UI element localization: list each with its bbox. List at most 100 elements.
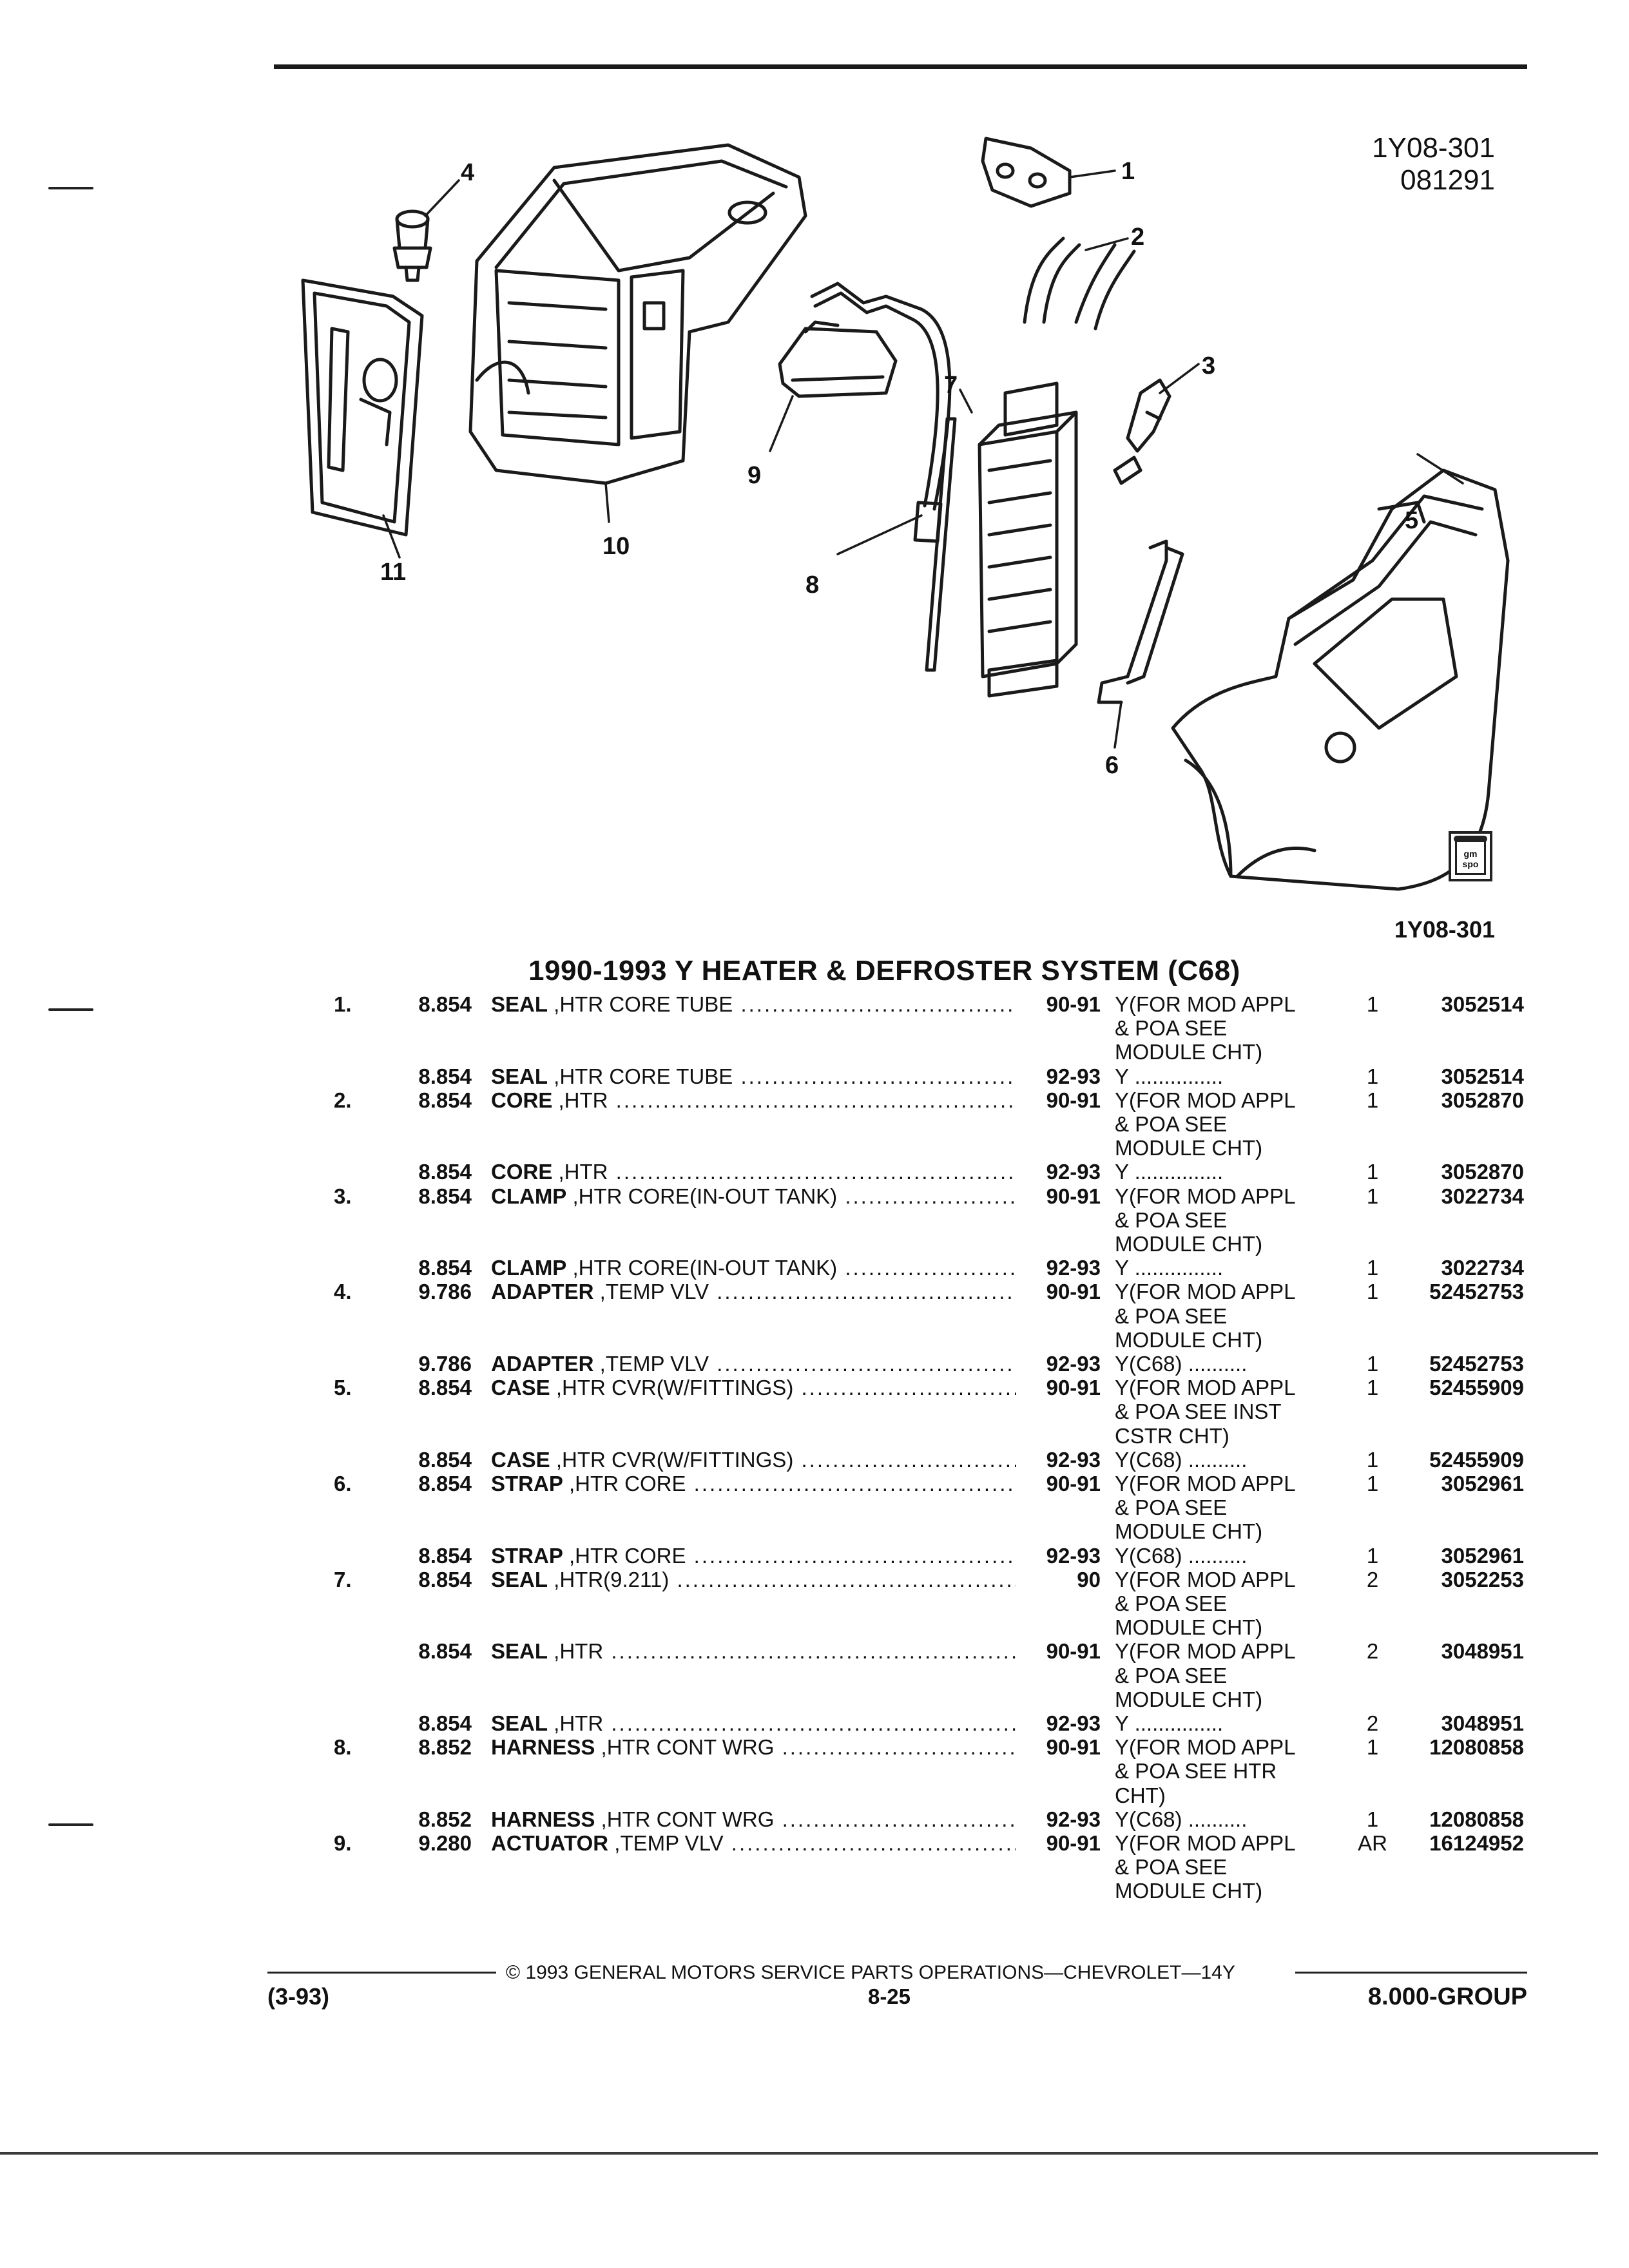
quantity: AR bbox=[1358, 1831, 1387, 1855]
group-number: 9.786 bbox=[418, 1352, 472, 1376]
part-name: CASE bbox=[491, 1448, 550, 1472]
parts-row: & POA SEE bbox=[0, 1591, 1629, 1615]
part-3-clamp bbox=[1113, 378, 1171, 485]
model-usage: Y(FOR MOD APPL bbox=[1115, 1568, 1296, 1591]
item-index: 7. bbox=[334, 1568, 352, 1591]
callout-1: 1 bbox=[1121, 158, 1135, 185]
parts-row: & POA SEE bbox=[0, 1304, 1629, 1328]
group-number: 8.854 bbox=[418, 1256, 472, 1280]
callout-7: 7 bbox=[944, 372, 958, 399]
page-number: 8-25 bbox=[867, 1984, 911, 2008]
quantity: 1 bbox=[1366, 1807, 1379, 1831]
model-usage: Y(FOR MOD APPL bbox=[1115, 1639, 1296, 1663]
parts-row: & POA SEE bbox=[0, 1664, 1629, 1687]
part-description: ACTUATOR ,TEMP VLV .....................… bbox=[491, 1831, 1016, 1855]
leader-dots: ........................................… bbox=[615, 1160, 1016, 1184]
model-years: 92-93 bbox=[1046, 1160, 1101, 1184]
parts-row: & POA SEE bbox=[0, 1112, 1629, 1136]
part-5-case-cover bbox=[1171, 468, 1510, 891]
figure-id-bottom: 1Y08-301 bbox=[1394, 916, 1495, 943]
model-years: 92-93 bbox=[1046, 1448, 1101, 1472]
part-description: SEAL ,HTR CORE TUBE ....................… bbox=[491, 1064, 1016, 1088]
part-description: SEAL ,HTR(9.211) .......................… bbox=[491, 1568, 1016, 1591]
model-usage: MODULE CHT) bbox=[1115, 1040, 1263, 1064]
group-number: 9.786 bbox=[418, 1280, 472, 1303]
part-detail: ,HTR CORE bbox=[563, 1544, 686, 1568]
part-detail: ,HTR CORE(IN-OUT TANK) bbox=[566, 1184, 838, 1208]
part-name: STRAP bbox=[491, 1472, 563, 1495]
part-description: SEAL ,HTR ..............................… bbox=[491, 1711, 1016, 1735]
part-name: CASE bbox=[491, 1376, 550, 1399]
group-number: 8.854 bbox=[418, 1184, 472, 1208]
part-detail: ,HTR bbox=[552, 1160, 608, 1184]
group-number: 8.852 bbox=[418, 1807, 472, 1831]
item-index: 3. bbox=[334, 1184, 352, 1208]
footer-rule-left bbox=[267, 1972, 496, 1974]
part-name: ADAPTER bbox=[491, 1352, 594, 1376]
part-number: 16124952 bbox=[1429, 1831, 1524, 1855]
part-name: CLAMP bbox=[491, 1256, 567, 1280]
quantity: 1 bbox=[1366, 1544, 1379, 1568]
item-index: 2. bbox=[334, 1088, 352, 1112]
model-years: 92-93 bbox=[1046, 1352, 1101, 1376]
quantity: 1 bbox=[1366, 1448, 1379, 1472]
callout-leaders bbox=[382, 169, 1464, 749]
model-usage: & POA SEE bbox=[1115, 1208, 1228, 1232]
model-usage: Y(FOR MOD APPL bbox=[1115, 1088, 1296, 1112]
part-description: CORE ,HTR ..............................… bbox=[491, 1088, 1016, 1112]
group-number: 8.854 bbox=[418, 1448, 472, 1472]
copyright: © 1993 GENERAL MOTORS SERVICE PARTS OPER… bbox=[506, 1962, 1235, 1983]
parts-row: 8.854 SEAL ,HTR CORE TUBE ...............… bbox=[0, 1064, 1629, 1088]
part-detail: ,HTR CONT WRG bbox=[595, 1735, 775, 1759]
part-description: CASE ,HTR CVR(W/FITTINGS) ..............… bbox=[491, 1376, 1016, 1399]
part-description: CASE ,HTR CVR(W/FITTINGS) ..............… bbox=[491, 1448, 1016, 1472]
group-number: 8.854 bbox=[418, 1639, 472, 1663]
part-number: 52455909 bbox=[1429, 1376, 1524, 1399]
part-name: STRAP bbox=[491, 1544, 563, 1568]
model-years: 90-91 bbox=[1046, 1088, 1101, 1112]
part-name: CORE bbox=[491, 1088, 553, 1112]
leader-dots: ........................................… bbox=[801, 1376, 1016, 1399]
model-usage: & POA SEE bbox=[1115, 1112, 1228, 1136]
part-description: SEAL ,HTR CORE TUBE ....................… bbox=[491, 992, 1016, 1016]
model-usage: & POA SEE bbox=[1115, 1304, 1228, 1328]
group-number: 8.854 bbox=[418, 992, 472, 1016]
model-years: 90-91 bbox=[1046, 1735, 1101, 1759]
model-usage: MODULE CHT) bbox=[1115, 1615, 1263, 1639]
leader-dots: ........................................… bbox=[677, 1568, 1016, 1591]
item-index: 4. bbox=[334, 1280, 352, 1303]
model-years: 92-93 bbox=[1046, 1711, 1101, 1735]
leader-dots: ........................................… bbox=[731, 1831, 1016, 1855]
model-usage: & POA SEE bbox=[1115, 1855, 1228, 1879]
group-number: 8.854 bbox=[418, 1711, 472, 1735]
part-number: 52455909 bbox=[1429, 1448, 1524, 1472]
quantity: 1 bbox=[1366, 1088, 1379, 1112]
parts-row: CHT) bbox=[0, 1783, 1629, 1807]
model-usage: & POA SEE bbox=[1115, 1591, 1228, 1615]
part-10-heater-case bbox=[468, 143, 807, 485]
model-usage: MODULE CHT) bbox=[1115, 1136, 1263, 1160]
callout-3: 3 bbox=[1202, 352, 1215, 380]
part-name: SEAL bbox=[491, 1711, 548, 1735]
quantity: 1 bbox=[1366, 1064, 1379, 1088]
model-usage: Y(C68) .......... bbox=[1115, 1807, 1248, 1831]
model-years: 90-91 bbox=[1046, 1831, 1101, 1855]
group-number: 8.854 bbox=[418, 1064, 472, 1088]
exploded-parts-diagram: 1 2 3 4 5 6 7 8 9 10 11 bbox=[301, 137, 1510, 891]
model-usage: & POA SEE bbox=[1115, 1495, 1228, 1519]
model-usage: CHT) bbox=[1115, 1783, 1166, 1807]
part-name: ACTUATOR bbox=[491, 1831, 609, 1855]
parts-row: & POA SEE bbox=[0, 1495, 1629, 1519]
leader-dots: ........................................… bbox=[615, 1088, 1016, 1112]
model-years: 90-91 bbox=[1046, 1184, 1101, 1208]
callout-10: 10 bbox=[602, 533, 630, 560]
gm-spo-logo-text: gm spo bbox=[1455, 838, 1486, 875]
model-usage: Y ............... bbox=[1115, 1711, 1224, 1735]
part-9-actuator bbox=[778, 320, 898, 398]
group-number: 8.854 bbox=[418, 1160, 472, 1184]
